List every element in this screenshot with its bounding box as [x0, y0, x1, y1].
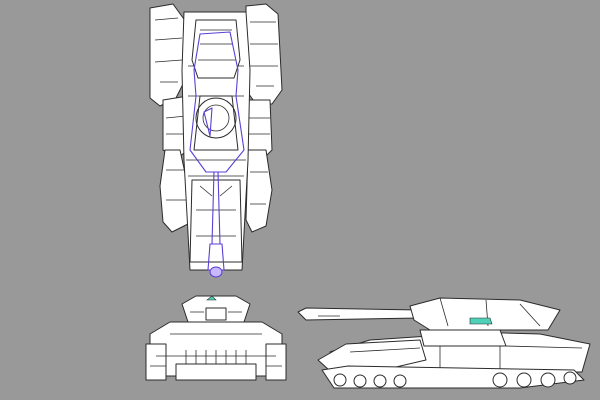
side-view [297, 297, 591, 389]
top-left-fin [149, 3, 187, 107]
side-turret [409, 297, 561, 331]
top-right-pod [245, 99, 273, 233]
top-right-fin [245, 3, 283, 105]
top-main-hull [181, 11, 251, 271]
side-tracks [321, 365, 585, 389]
front-turret [181, 295, 251, 323]
front-view [145, 295, 287, 381]
top-turret-overlay [189, 31, 245, 278]
front-hull [145, 321, 287, 381]
top-view [149, 3, 283, 278]
side-gun-barrel [297, 307, 421, 321]
